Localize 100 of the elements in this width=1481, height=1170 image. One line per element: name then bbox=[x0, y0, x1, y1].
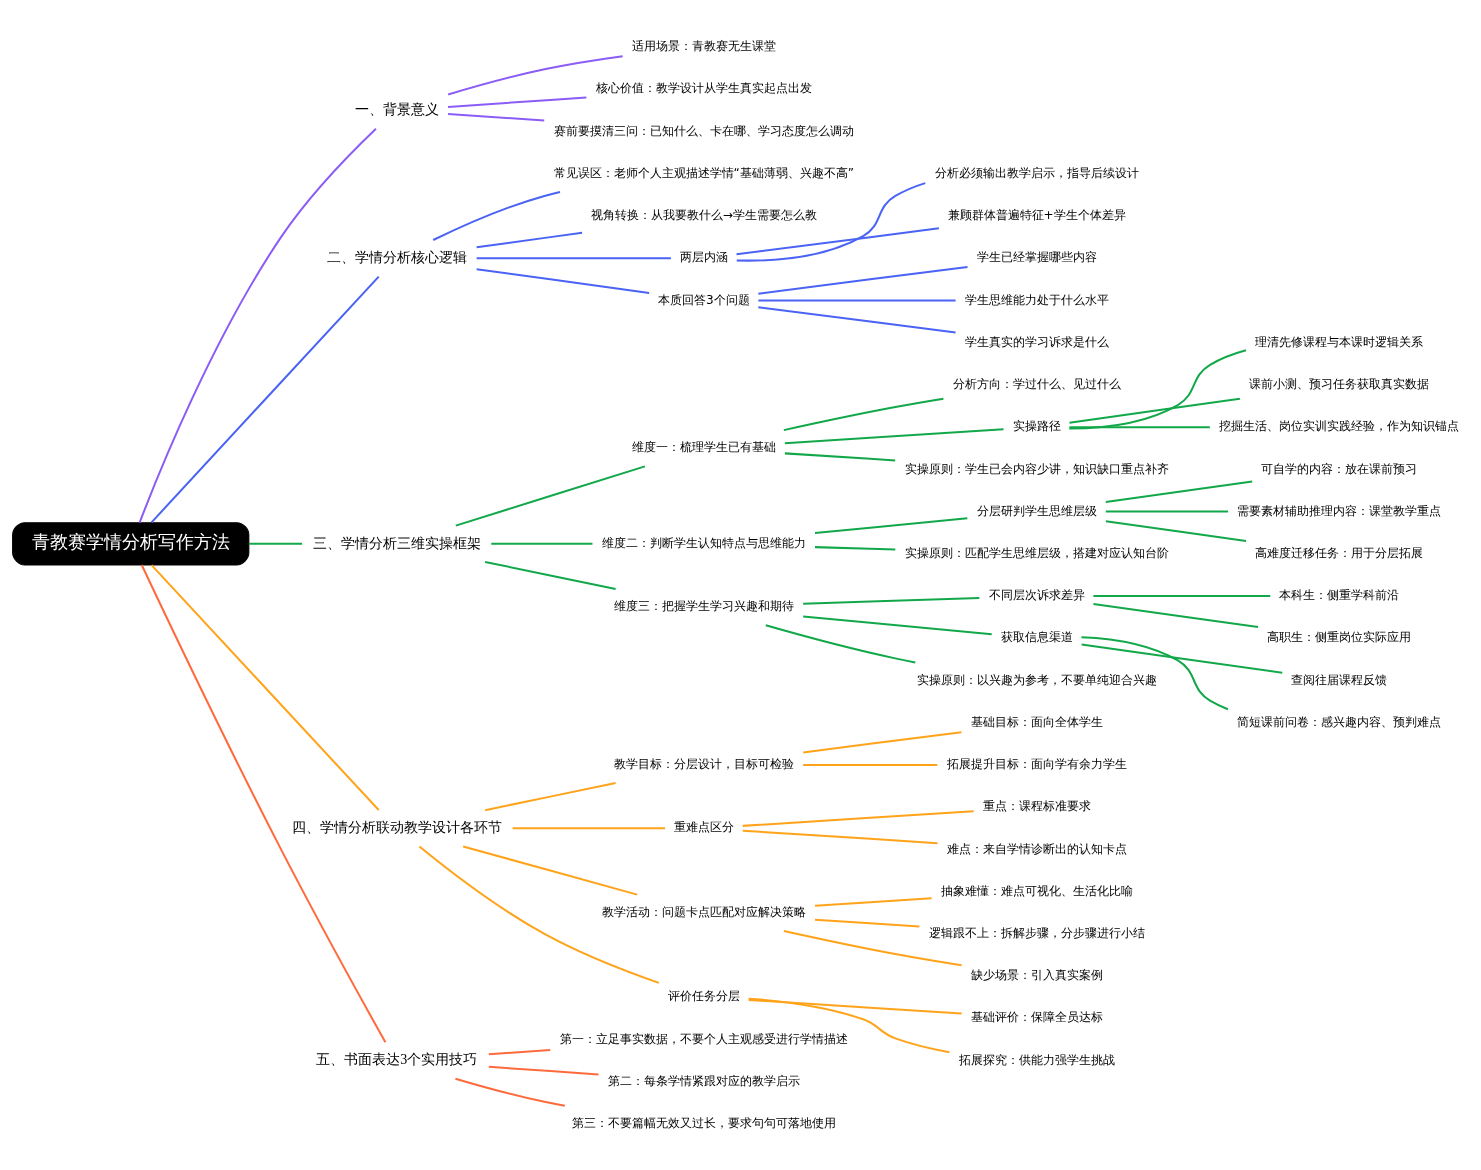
connector bbox=[140, 564, 387, 1043]
connector bbox=[150, 275, 380, 523]
connector bbox=[150, 563, 380, 811]
node-text: 课前小测、预习任务获取真实数据 bbox=[1249, 376, 1430, 391]
node-text: 查阅往届课程反馈 bbox=[1291, 672, 1388, 687]
connector bbox=[765, 623, 916, 663]
node-text: 不同层次诉求差异 bbox=[988, 587, 1085, 602]
node-text: 重难点区分 bbox=[673, 819, 734, 834]
connector bbox=[803, 596, 980, 605]
node-text: 学生真实的学习诉求是什么 bbox=[964, 334, 1109, 349]
node-text: 赛前要摸清三问：已知什么、卡在哪、学习态度怎么调动 bbox=[553, 123, 854, 138]
node-text: 分层研判学生思维层级 bbox=[976, 503, 1097, 518]
connector bbox=[758, 298, 956, 301]
connector bbox=[803, 614, 992, 635]
node-text: 实操路径 bbox=[1012, 418, 1061, 433]
node-text: 拓展探究：供能力强学生挑战 bbox=[958, 1052, 1115, 1067]
connector bbox=[1069, 348, 1247, 429]
node-text: 维度一：梳理学生已有基础 bbox=[631, 439, 776, 454]
node-text: 实操原则：学生已会内容少讲，知识缺口重点补齐 bbox=[904, 461, 1169, 475]
connector bbox=[784, 451, 896, 461]
node-text: 教学活动：问题卡点匹配对应解决策略 bbox=[601, 904, 806, 919]
connector bbox=[784, 427, 1004, 444]
node-text: 基础评价：保障全员达标 bbox=[970, 1009, 1103, 1024]
connector bbox=[1069, 425, 1210, 428]
node-text: 第一：立足事实数据，不要个人主观感受进行学情描述 bbox=[559, 1031, 848, 1046]
node-text: 高职生：侧重岗位实际应用 bbox=[1267, 629, 1412, 644]
connector bbox=[1081, 635, 1229, 710]
node-text: 拓展提升目标：面向学有余力学生 bbox=[946, 756, 1127, 771]
node-text: 分析方向：学过什么、见过什么 bbox=[952, 376, 1121, 391]
node-text: 学生已经掌握哪些内容 bbox=[976, 249, 1097, 264]
connector bbox=[484, 560, 616, 590]
connector bbox=[138, 127, 377, 523]
node-text: 第三：不要篇幅无效又过长，要求句句可落地使用 bbox=[571, 1115, 836, 1130]
node-text: 第二：每条学情紧跟对应的教学启示 bbox=[607, 1073, 800, 1088]
connector bbox=[736, 226, 939, 255]
connector bbox=[455, 464, 646, 527]
connector bbox=[455, 1077, 566, 1107]
connector bbox=[783, 397, 944, 431]
connector bbox=[484, 781, 616, 811]
node-text: 核心价值：教学设计从学生真实起点出发 bbox=[595, 80, 812, 95]
node-text: 逻辑跟不上：拆解步骤，分步骤进行小结 bbox=[928, 925, 1145, 940]
connector bbox=[1069, 397, 1240, 424]
node-text: 评价任务分层 bbox=[667, 988, 740, 1003]
node-text: 需要素材辅助推理内容：课堂教学重点 bbox=[1237, 503, 1442, 518]
connector bbox=[1105, 510, 1229, 513]
connector bbox=[488, 1065, 599, 1075]
node-text: 五、书面表达3个实用技巧 bbox=[316, 1050, 478, 1067]
node-text: 本质回答3个问题 bbox=[657, 292, 750, 307]
node-text: 基础目标：面向全体学生 bbox=[970, 714, 1103, 729]
node-text: 两层内涵 bbox=[679, 249, 728, 264]
node-text: 抽象难懂：难点可视化、生活化比喻 bbox=[940, 883, 1133, 898]
node-text: 缺少场景：引入真实案例 bbox=[970, 967, 1103, 982]
connector bbox=[512, 826, 666, 829]
node-text: 可自学的内容：放在课前预习 bbox=[1261, 461, 1418, 475]
connector bbox=[814, 545, 896, 551]
connector bbox=[476, 256, 671, 259]
node-text: 常见误区：老师个人主观描述学情“基础薄弱、兴趣不高” bbox=[553, 165, 855, 180]
connector bbox=[491, 542, 593, 545]
connector bbox=[418, 845, 660, 984]
connector bbox=[447, 54, 623, 95]
connector bbox=[758, 305, 956, 333]
node-text: 挖掘生活、岗位实训实践经验，作为知识锚点 bbox=[1219, 418, 1460, 433]
connector bbox=[448, 95, 587, 108]
node-text: 四、学情分析联动教学设计各环节 bbox=[291, 818, 502, 835]
node-text: 重点：课程标准要求 bbox=[982, 798, 1091, 813]
node-text: 适用场景：青教赛无生课堂 bbox=[631, 38, 776, 53]
connector bbox=[476, 267, 650, 294]
node-text: 获取信息渠道 bbox=[1000, 629, 1073, 644]
node-box: 青教赛学情分析写作方法 bbox=[12, 521, 250, 565]
connector bbox=[1093, 594, 1271, 597]
connector bbox=[803, 763, 938, 766]
connector bbox=[488, 1048, 551, 1055]
connector bbox=[736, 181, 926, 262]
node-text: 兼顾群体普遍特征+学生个体差异 bbox=[947, 207, 1126, 222]
node-text: 视角转换：从我要教什么→学生需要怎么教 bbox=[590, 207, 817, 222]
connector bbox=[748, 998, 962, 1015]
connector bbox=[432, 190, 561, 241]
node-text: 分析必须输出教学启示，指导后续设计 bbox=[934, 165, 1139, 180]
node-text: 二、学情分析核心逻辑 bbox=[326, 248, 467, 265]
node-text: 维度二：判断学生认知特点与思维能力 bbox=[601, 535, 806, 550]
node-text: 简短课前问卷：感兴趣内容、预判难点 bbox=[1237, 714, 1442, 729]
node-text: 学生思维能力处于什么水平 bbox=[964, 292, 1109, 307]
connector bbox=[476, 231, 583, 248]
connector bbox=[1105, 519, 1247, 542]
connector bbox=[748, 997, 950, 1053]
connector bbox=[814, 896, 932, 907]
connector bbox=[249, 542, 303, 545]
node-text: 高难度迁移任务：用于分层拓展 bbox=[1255, 545, 1424, 560]
connector bbox=[1081, 642, 1283, 674]
node-text: 教学目标：分层设计，目标可检验 bbox=[613, 756, 794, 771]
connector bbox=[783, 929, 962, 966]
connector bbox=[742, 829, 938, 844]
node-text: 难点：来自学情诊断出的认知卡点 bbox=[946, 841, 1127, 856]
connector bbox=[1093, 602, 1259, 628]
connector bbox=[803, 730, 962, 753]
connector bbox=[814, 516, 968, 534]
connector bbox=[1105, 479, 1253, 503]
node-text: 三、学情分析三维实操框架 bbox=[312, 534, 481, 550]
node-text: 本科生：侧重学科前沿 bbox=[1279, 587, 1400, 602]
node-text: 实操原则：匹配学生思维层级，搭建对应认知台阶 bbox=[904, 545, 1169, 560]
